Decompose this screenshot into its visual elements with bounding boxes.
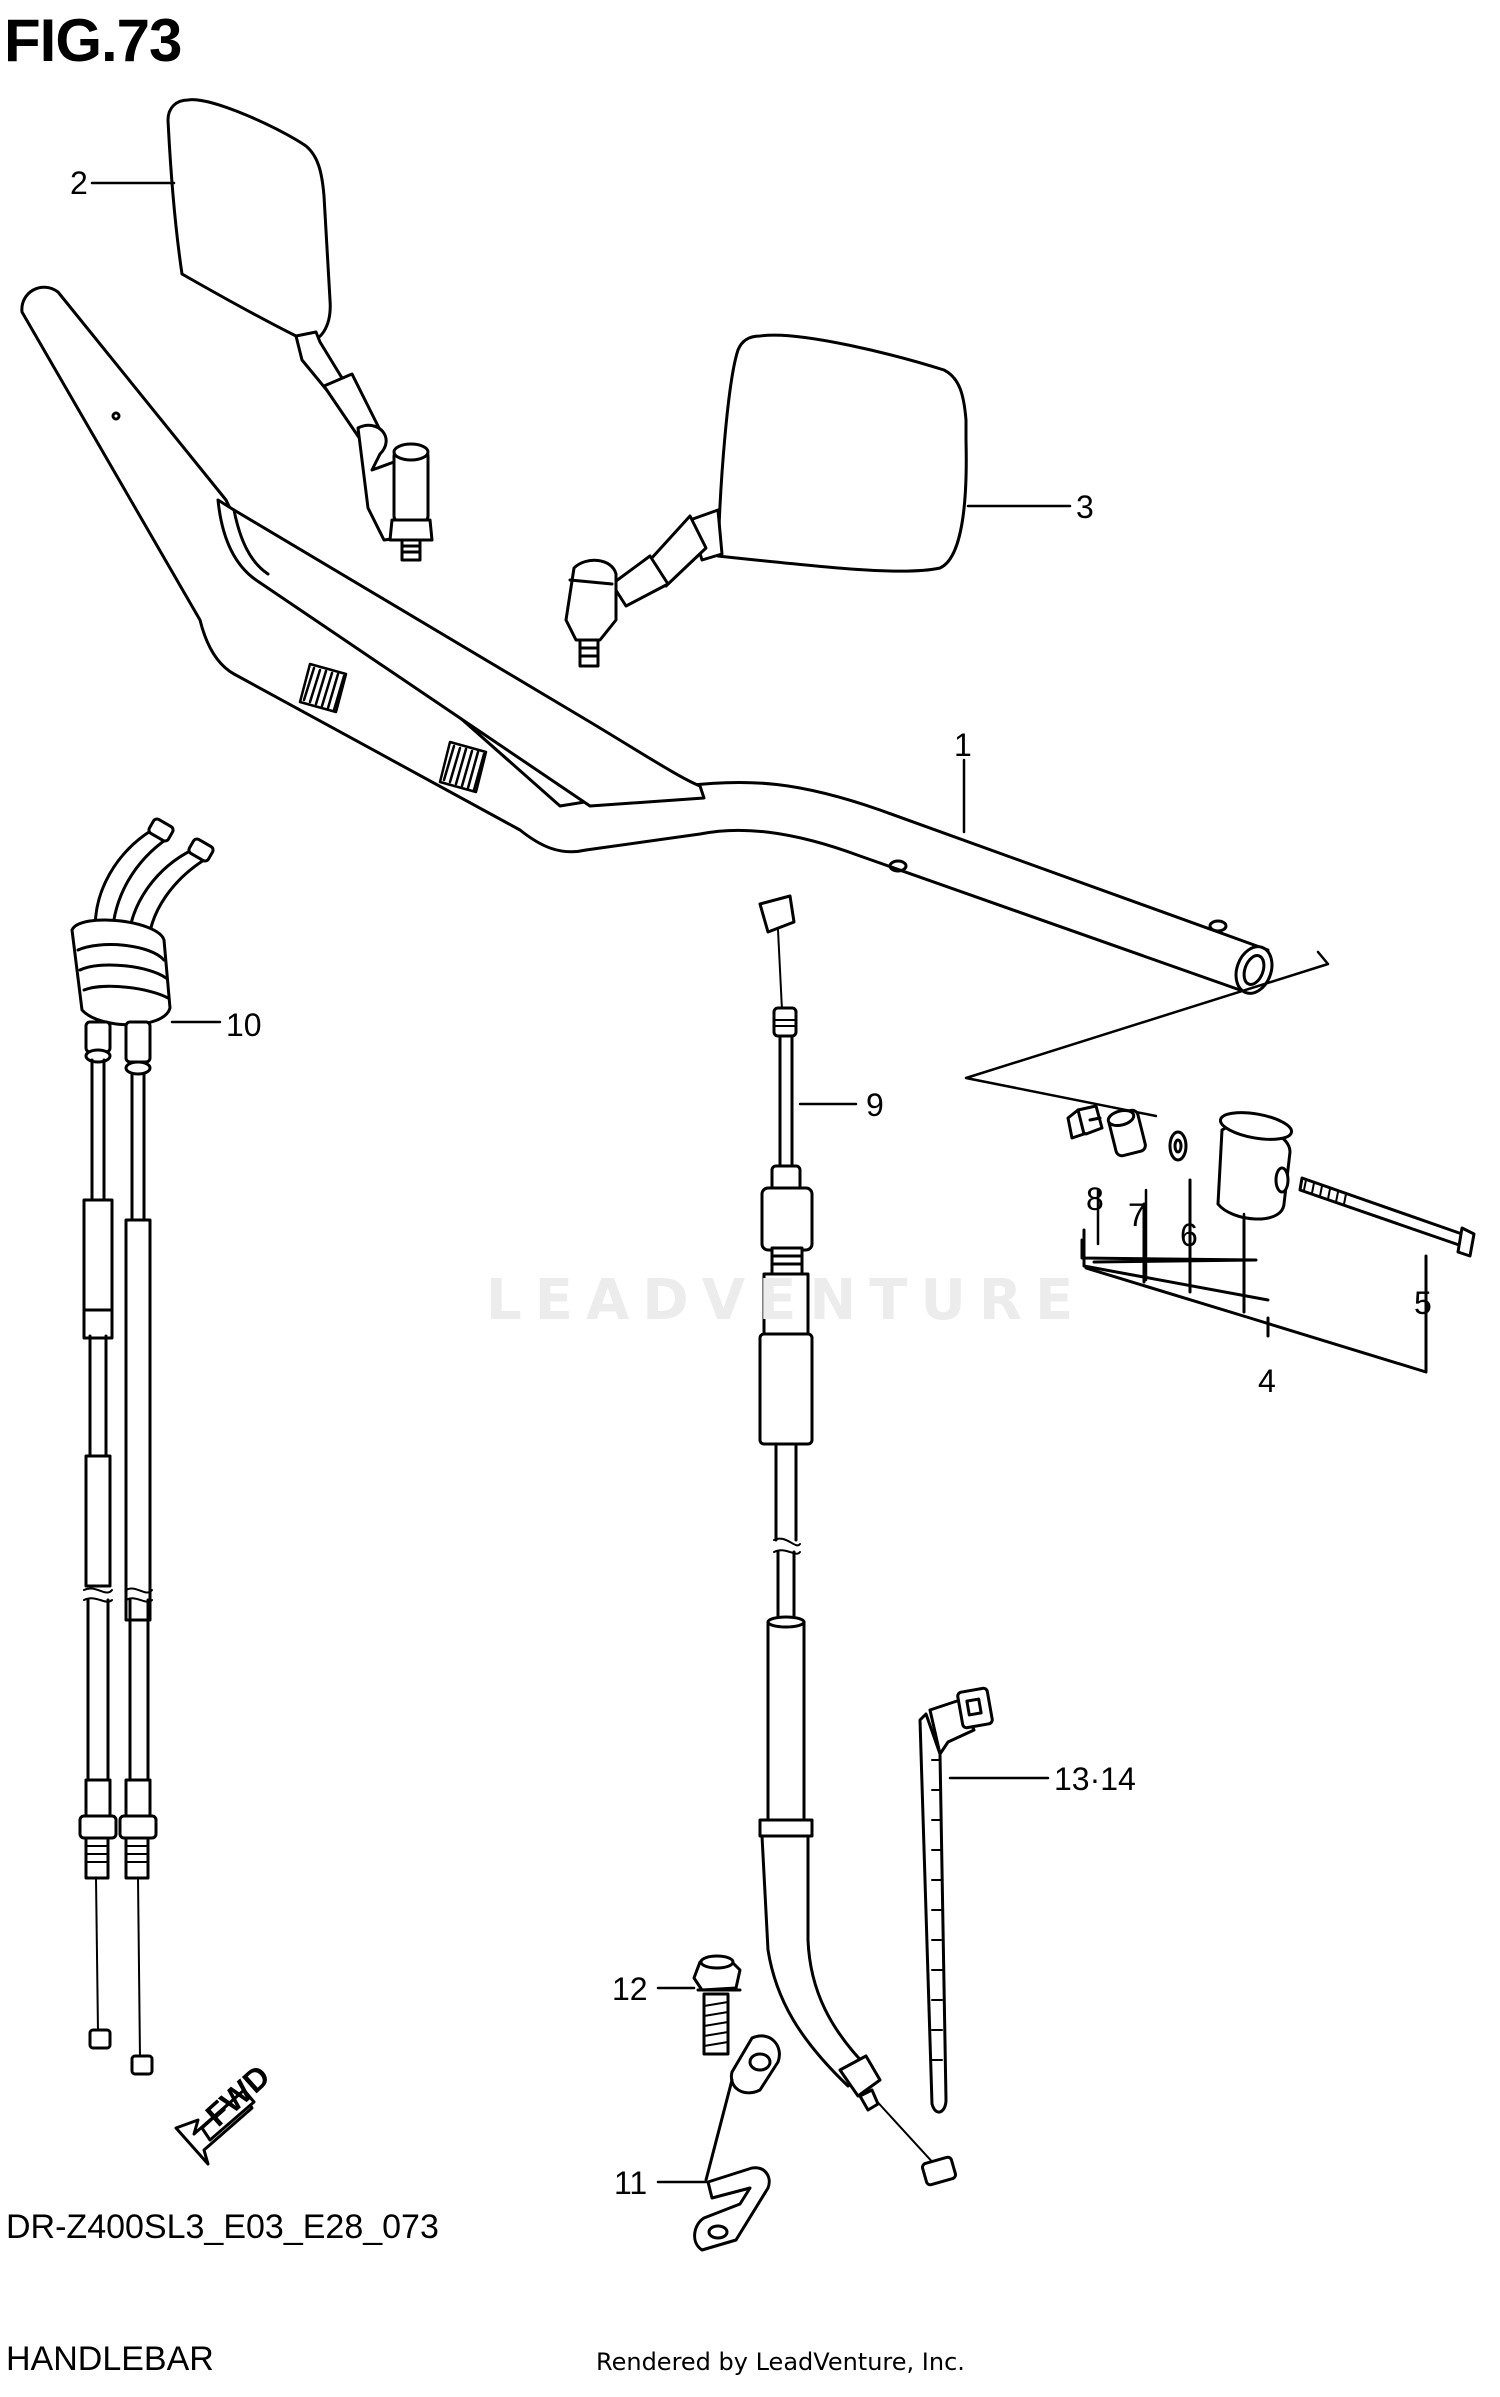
callout-7[interactable]: 7 bbox=[1128, 1197, 1146, 1233]
bolt-part[interactable] bbox=[692, 1954, 742, 2056]
callout-labels: 2 3 1 9 10 8 7 6 5 4 13·14 12 11 bbox=[70, 165, 1432, 2201]
handlebar-part[interactable] bbox=[20, 285, 1278, 998]
callout-5[interactable]: 5 bbox=[1414, 1285, 1432, 1321]
figure-title: FIG.73 bbox=[4, 7, 182, 74]
callout-10[interactable]: 10 bbox=[226, 1007, 262, 1043]
callout-9[interactable]: 9 bbox=[866, 1087, 884, 1123]
watermark-logo: LEADVENTURE bbox=[486, 1268, 1087, 1333]
bar-end-weight-assembly[interactable] bbox=[964, 950, 1476, 1374]
callout-12[interactable]: 12 bbox=[612, 1971, 648, 2007]
callout-2[interactable]: 2 bbox=[70, 165, 88, 201]
left-mirror-part[interactable] bbox=[166, 98, 434, 562]
throttle-cable-part[interactable] bbox=[70, 817, 215, 2076]
model-code: DR-Z400SL3_E03_E28_073 bbox=[6, 2208, 439, 2246]
fwd-arrow-icon: FWD bbox=[174, 2058, 277, 2166]
right-mirror-part[interactable] bbox=[564, 333, 968, 668]
section-name: HANDLEBAR bbox=[6, 2340, 214, 2378]
callout-1[interactable]: 1 bbox=[954, 727, 972, 763]
leader-lines bbox=[90, 181, 1246, 2184]
callout-6[interactable]: 6 bbox=[1180, 1217, 1198, 1253]
callout-8[interactable]: 8 bbox=[1086, 1181, 1104, 1217]
callout-4[interactable]: 4 bbox=[1258, 1363, 1276, 1399]
callout-13-14[interactable]: 13·14 bbox=[1054, 1761, 1136, 1797]
cable-tie-part[interactable] bbox=[918, 1686, 994, 2114]
render-credit: Rendered by LeadVenture, Inc. bbox=[596, 2348, 965, 2376]
clutch-cable-part[interactable] bbox=[758, 894, 958, 2187]
callout-11[interactable]: 11 bbox=[614, 2165, 647, 2201]
cable-clamp-part[interactable] bbox=[693, 2034, 781, 2252]
callout-3[interactable]: 3 bbox=[1076, 489, 1094, 525]
